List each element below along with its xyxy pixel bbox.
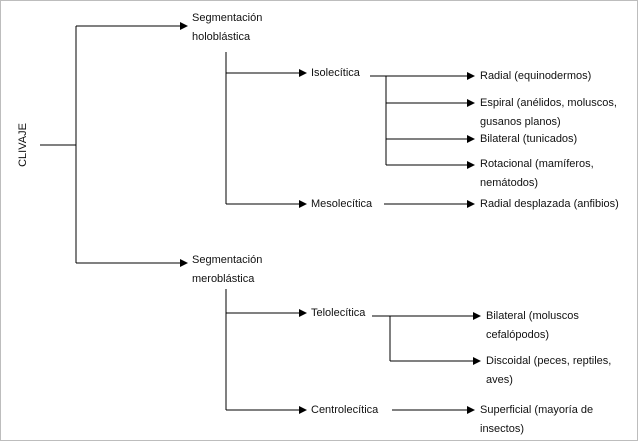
node-espiral: Espiral (anélidos, moluscos, gusanos pla… xyxy=(480,94,617,132)
node-bilateral-moluscos-line1: Bilateral (moluscos xyxy=(486,310,579,322)
node-holoblastica-line1: Segmentación xyxy=(192,12,263,24)
node-radial: Radial (equinodermos) xyxy=(480,67,591,86)
node-telolecitica: Telolecítica xyxy=(311,307,366,319)
node-discoidal: Discoidal (peces, reptiles, aves) xyxy=(486,352,611,390)
node-espiral-line2: gusanos planos) xyxy=(480,116,561,128)
node-espiral-line1: Espiral (anélidos, moluscos, xyxy=(480,97,617,109)
root-label: CLIVAJE xyxy=(17,123,29,167)
node-superficial-line2: insectos) xyxy=(480,423,525,435)
node-meroblastica: Segmentación meroblástica xyxy=(192,251,262,289)
node-centrolecitica: Centrolecítica xyxy=(311,404,379,416)
node-holoblastica-line2: holoblástica xyxy=(192,31,251,43)
node-radial-desplazada: Radial desplazada (anfibios) xyxy=(480,195,619,214)
node-meroblastica-line2: meroblástica xyxy=(192,273,255,285)
node-radial-desplazada-line1: Radial desplazada (anfibios) xyxy=(480,198,619,210)
node-mesolecitica: Mesolecítica xyxy=(311,198,373,210)
node-isolecitica: Isolecítica xyxy=(311,67,360,79)
node-rotacional: Rotacional (mamíferos, nemátodos) xyxy=(480,155,594,193)
node-holoblastica: Segmentación holoblástica xyxy=(192,9,262,47)
node-rotacional-line2: nemátodos) xyxy=(480,177,539,189)
node-bilateral-tunicados-line1: Bilateral (tunicados) xyxy=(480,133,578,145)
node-discoidal-line2: aves) xyxy=(486,374,513,386)
node-radial-line1: Radial (equinodermos) xyxy=(480,70,592,82)
node-discoidal-line1: Discoidal (peces, reptiles, xyxy=(486,355,612,367)
node-bilateral-moluscos-line2: cefalópodos) xyxy=(486,329,549,341)
node-rotacional-line1: Rotacional (mamíferos, xyxy=(480,158,594,170)
node-superficial-line1: Superficial (mayoría de xyxy=(480,404,594,416)
node-bilateral-moluscos: Bilateral (moluscos cefalópodos) xyxy=(486,307,579,345)
node-superficial: Superficial (mayoría de insectos) xyxy=(480,401,593,439)
node-bilateral-tunicados: Bilateral (tunicados) xyxy=(480,130,577,149)
node-meroblastica-line1: Segmentación xyxy=(192,254,263,266)
